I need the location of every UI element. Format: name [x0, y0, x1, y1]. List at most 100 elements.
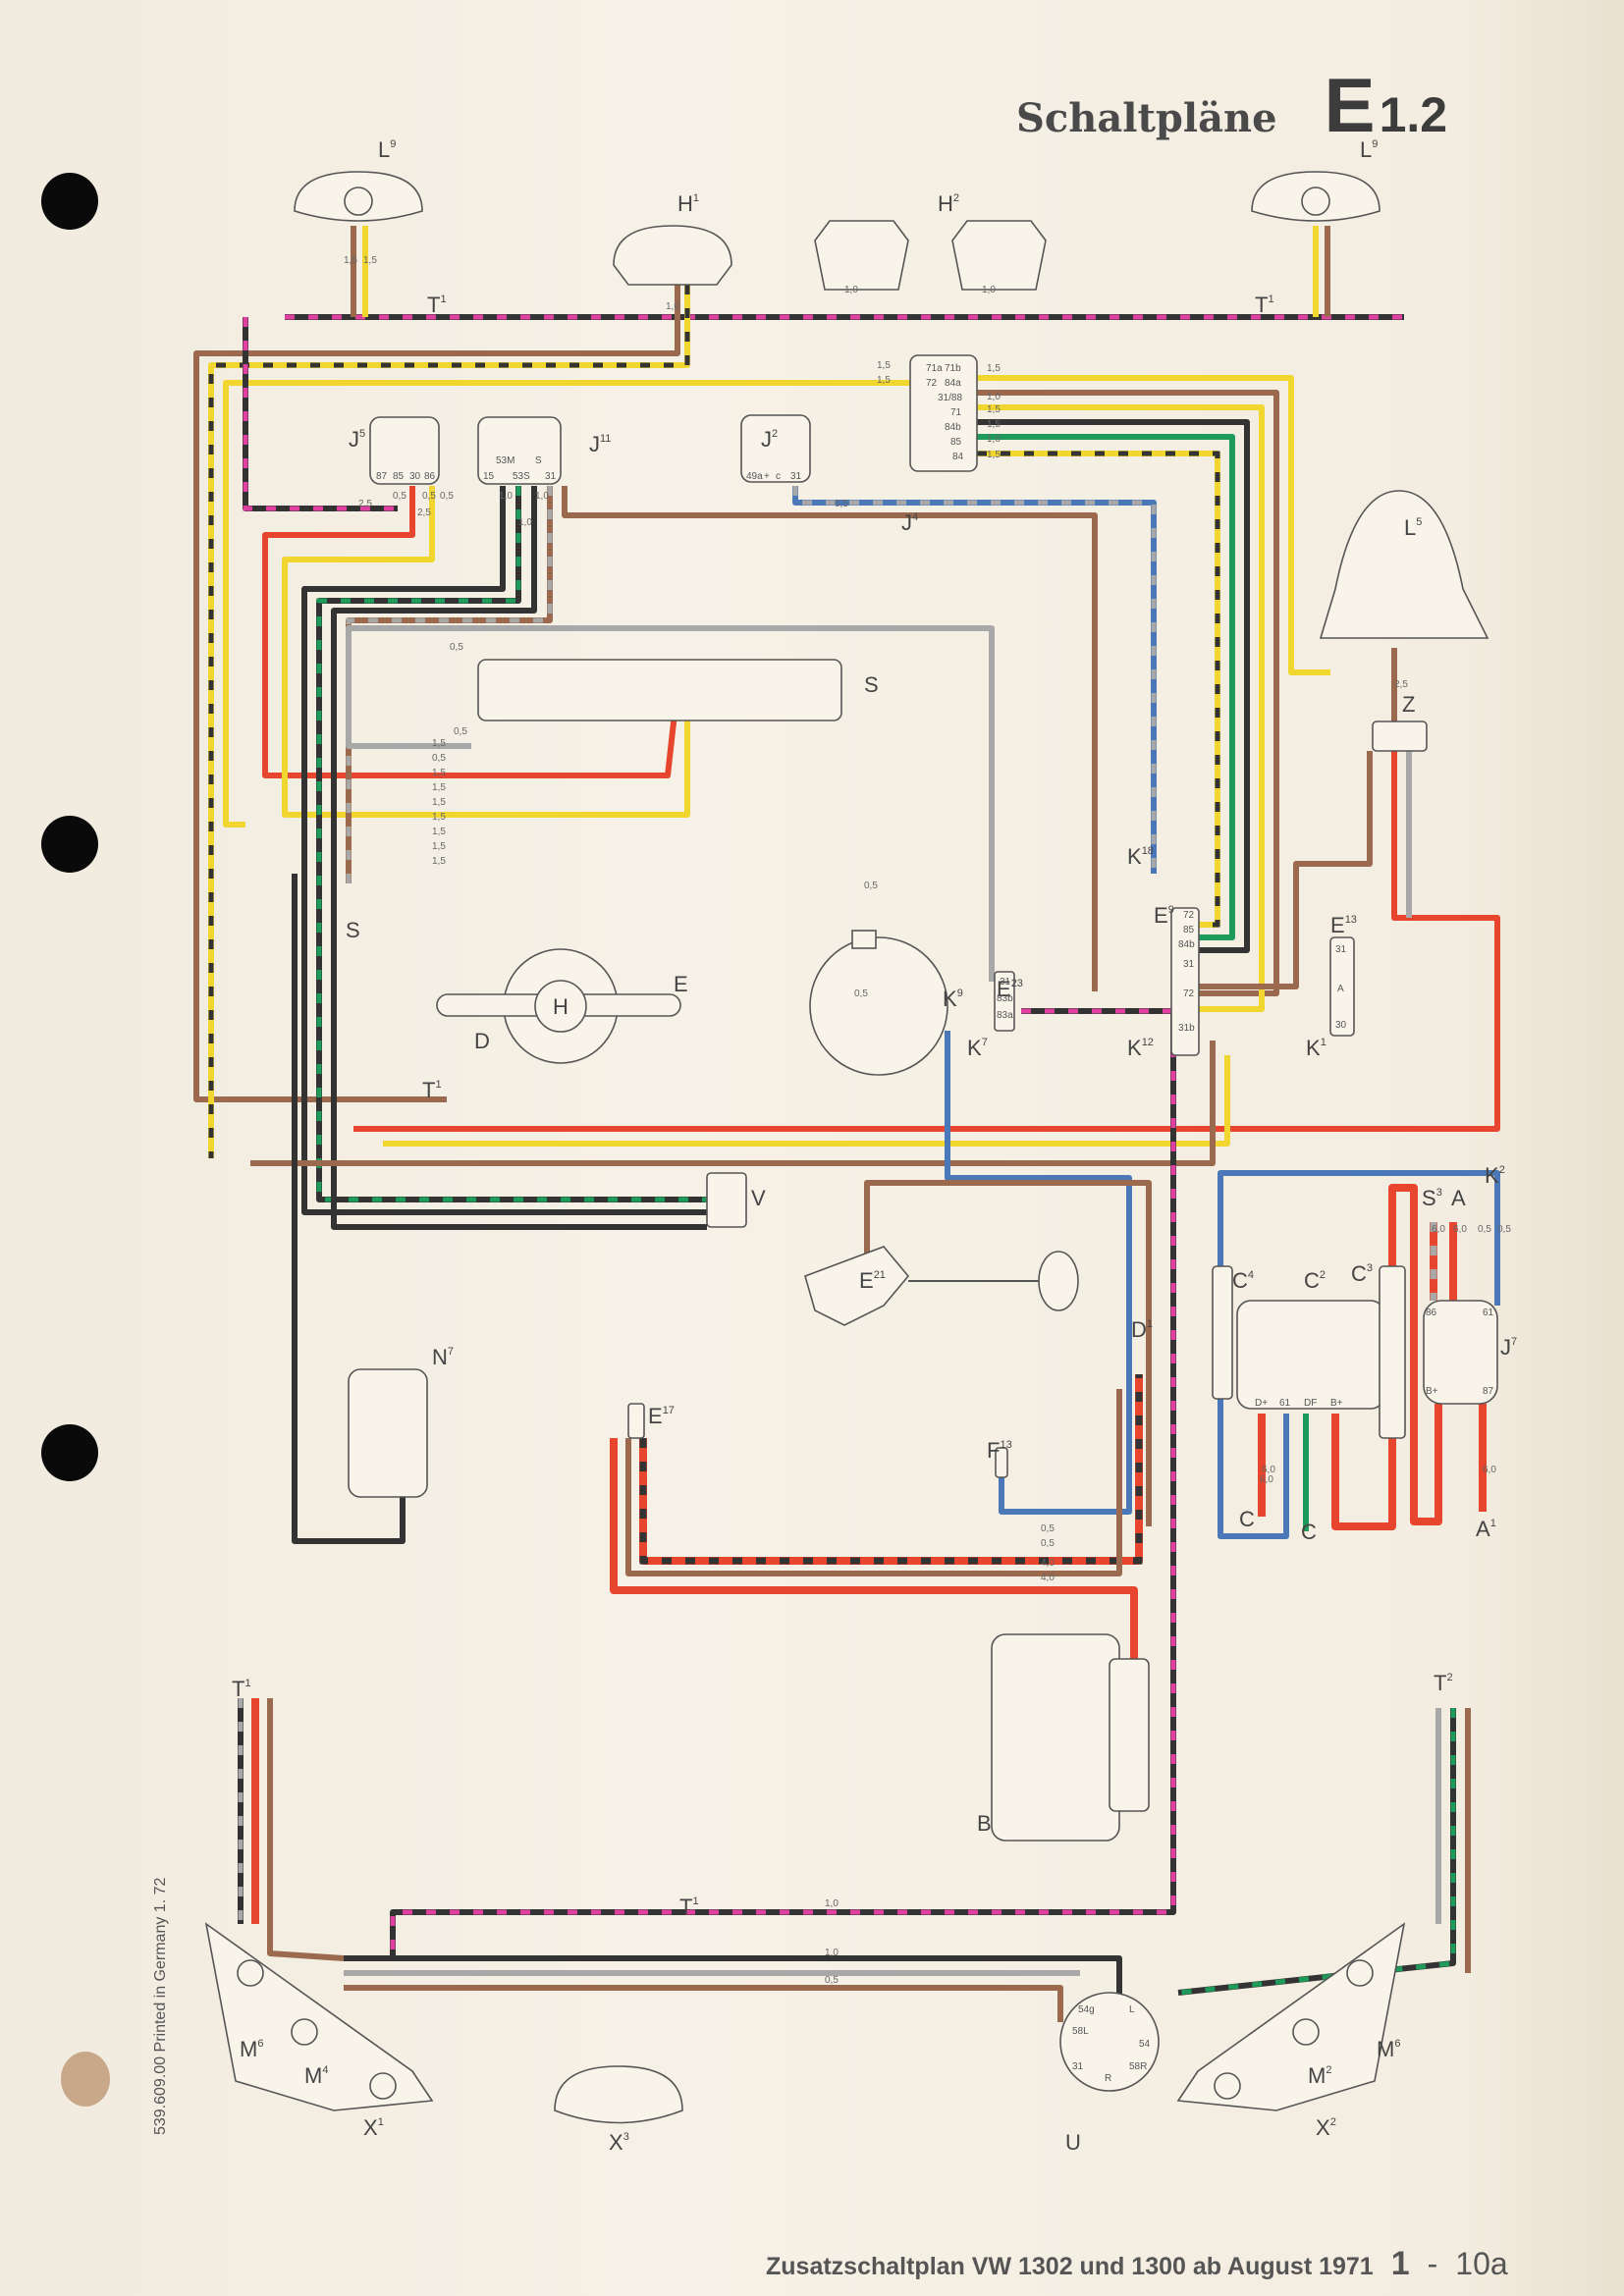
pin-label: 58L — [1072, 2026, 1089, 2037]
component-label: D — [474, 1029, 490, 1053]
pin-label: 85 — [1183, 925, 1195, 935]
wire-gauge: 1,0 — [825, 1948, 839, 1958]
wire-gauge: 0,5 — [393, 491, 406, 502]
component-label: J4 — [901, 510, 918, 535]
wire-blue — [945, 1031, 1132, 1515]
bulb-icon — [237, 1959, 264, 1987]
wire-gauge: 0,5 — [422, 491, 436, 502]
pin-label: 30 — [409, 471, 421, 482]
horn-h2-right — [951, 220, 1047, 291]
component-label: J11 — [589, 432, 611, 456]
component-label: T1 — [232, 1677, 251, 1701]
pin-label: 30 — [1335, 1020, 1347, 1031]
wire-red — [1388, 1184, 1442, 1525]
component-label: F13 — [987, 1438, 1012, 1463]
pin-label: A — [1337, 984, 1344, 994]
wire-stripe-black — [977, 451, 1220, 928]
wire-gauge: 0,5 — [450, 642, 463, 653]
pin-label: 31 — [545, 471, 557, 482]
component-label: E13 — [1330, 913, 1357, 937]
component-label: C4 — [1232, 1268, 1254, 1293]
warning-lamps — [851, 930, 877, 949]
instrument-cluster — [809, 936, 948, 1076]
horn-h1 — [613, 225, 732, 286]
page-minor: 10a — [1455, 2246, 1508, 2281]
component-label: K2 — [1485, 1163, 1505, 1188]
wire-gauge: 1,5 — [432, 738, 446, 749]
component-label: Z — [1402, 692, 1415, 717]
bulb-icon — [344, 187, 373, 216]
component-label: C3 — [1351, 1261, 1373, 1286]
capacitor-c3 — [1379, 1265, 1406, 1439]
component-label: A — [1451, 1186, 1466, 1210]
bulb-icon — [1301, 187, 1330, 216]
wire-yellow — [977, 404, 1265, 1012]
wire-black — [316, 486, 707, 1202]
component-label: T1 — [679, 1895, 699, 1919]
pin-label: 84a — [945, 378, 961, 389]
component-label: C — [1301, 1520, 1317, 1544]
wire-gauge: 1,0 — [987, 434, 1001, 445]
component-label: V — [751, 1186, 766, 1210]
component-label: L9 — [378, 137, 396, 162]
relay-j5 — [369, 416, 440, 485]
pin-label: 71b — [945, 363, 961, 374]
wire-black — [977, 419, 1250, 953]
component-label: B — [977, 1811, 992, 1836]
wire-gauge: 0,5 — [1478, 1224, 1491, 1235]
bulb-icon — [1292, 2018, 1320, 2046]
wire-gauge: 1,5 — [344, 255, 357, 266]
component-label: T1 — [427, 293, 447, 317]
wire-gauge: 1,5 — [363, 255, 377, 266]
pin-label: 83b — [997, 993, 1013, 1004]
pin-label: 31 — [790, 471, 802, 482]
connector-z — [1372, 721, 1428, 752]
pin-label: 72 — [1183, 910, 1195, 921]
wire-gauge: 0,5 — [1041, 1538, 1055, 1549]
wire-gauge: 1,5 — [432, 841, 446, 852]
pin-label: 31/88 — [938, 393, 962, 403]
wire-blue — [792, 486, 1157, 874]
wire-stripe-pink — [243, 317, 398, 511]
wire-brown — [1199, 751, 1373, 989]
wire-gauge: 1,0 — [666, 301, 679, 312]
connector-v — [706, 1172, 747, 1228]
pin-label: 87 — [376, 471, 388, 482]
wire-gauge: 1,5 — [432, 782, 446, 793]
wire-grey — [346, 625, 995, 982]
punch-hole — [41, 1424, 98, 1481]
wire-stripe-green — [1177, 1708, 1456, 1996]
wire-stripe-black — [639, 1374, 1143, 1565]
wire-gauge: 1,5 — [432, 827, 446, 837]
capacitor-c4 — [1212, 1265, 1233, 1400]
wire-gauge: 6,0 — [1432, 1224, 1445, 1235]
component-label: H — [553, 994, 568, 1019]
pin-label: 53M — [496, 455, 514, 466]
section-number: 1.2 — [1379, 87, 1448, 142]
horn-button-h[interactable] — [534, 980, 587, 1033]
switch-e13 — [1329, 936, 1355, 1037]
wire-gauge: 1,0 — [982, 285, 996, 295]
component-label: T2 — [1434, 1671, 1453, 1695]
wire-black — [292, 874, 406, 1544]
component-label: C2 — [1304, 1268, 1326, 1293]
gearshift-e21 — [804, 1246, 910, 1326]
paper-stain — [61, 2052, 110, 2107]
pin-label: 49a — [746, 471, 763, 482]
wire-black — [331, 486, 707, 1230]
print-note: 539.609.00 Printed in Germany 1. 72 — [152, 1877, 169, 2135]
component-label: C — [1239, 1507, 1255, 1531]
regulator-j7 — [1423, 1300, 1498, 1405]
pin-label: 15 — [483, 471, 495, 482]
combination-switch-u — [1059, 1992, 1160, 2092]
component-label: U — [1065, 2130, 1081, 2155]
punch-hole — [41, 816, 98, 873]
component-label: E17 — [648, 1404, 675, 1428]
wire-gauge: 0,5 — [440, 491, 454, 502]
sensor-f13 — [995, 1447, 1008, 1478]
pin-label: 84b — [945, 422, 961, 433]
wire-gauge: 6,0 — [1262, 1465, 1275, 1475]
